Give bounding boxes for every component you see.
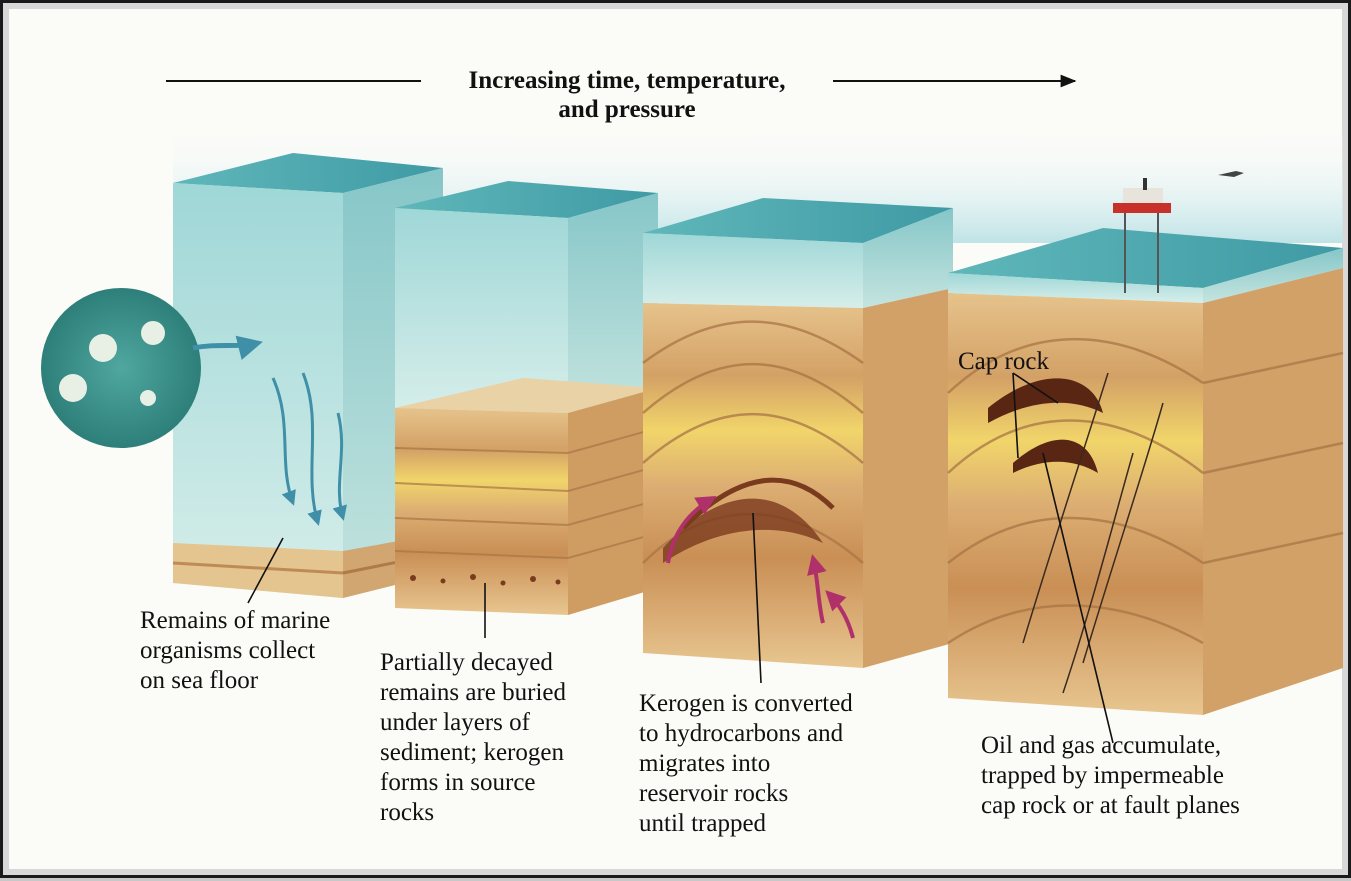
stage-2-caption: Partially decayed remains are buried und… xyxy=(380,648,566,828)
block-3-migration xyxy=(643,198,953,668)
cap-rock-label: Cap rock xyxy=(958,347,1049,377)
stage-4-caption: Oil and gas accumulate, trapped by imper… xyxy=(981,731,1240,821)
block-2-burial xyxy=(395,181,658,615)
title-line-2: and pressure xyxy=(421,95,833,125)
title-line-1: Increasing time, temperature, xyxy=(421,66,833,96)
stage-1-caption: Remains of marine organisms collect on s… xyxy=(140,606,330,696)
block-4-oil-trap xyxy=(948,171,1343,715)
stage-3-caption: Kerogen is converted to hydrocarbons and… xyxy=(639,689,853,839)
